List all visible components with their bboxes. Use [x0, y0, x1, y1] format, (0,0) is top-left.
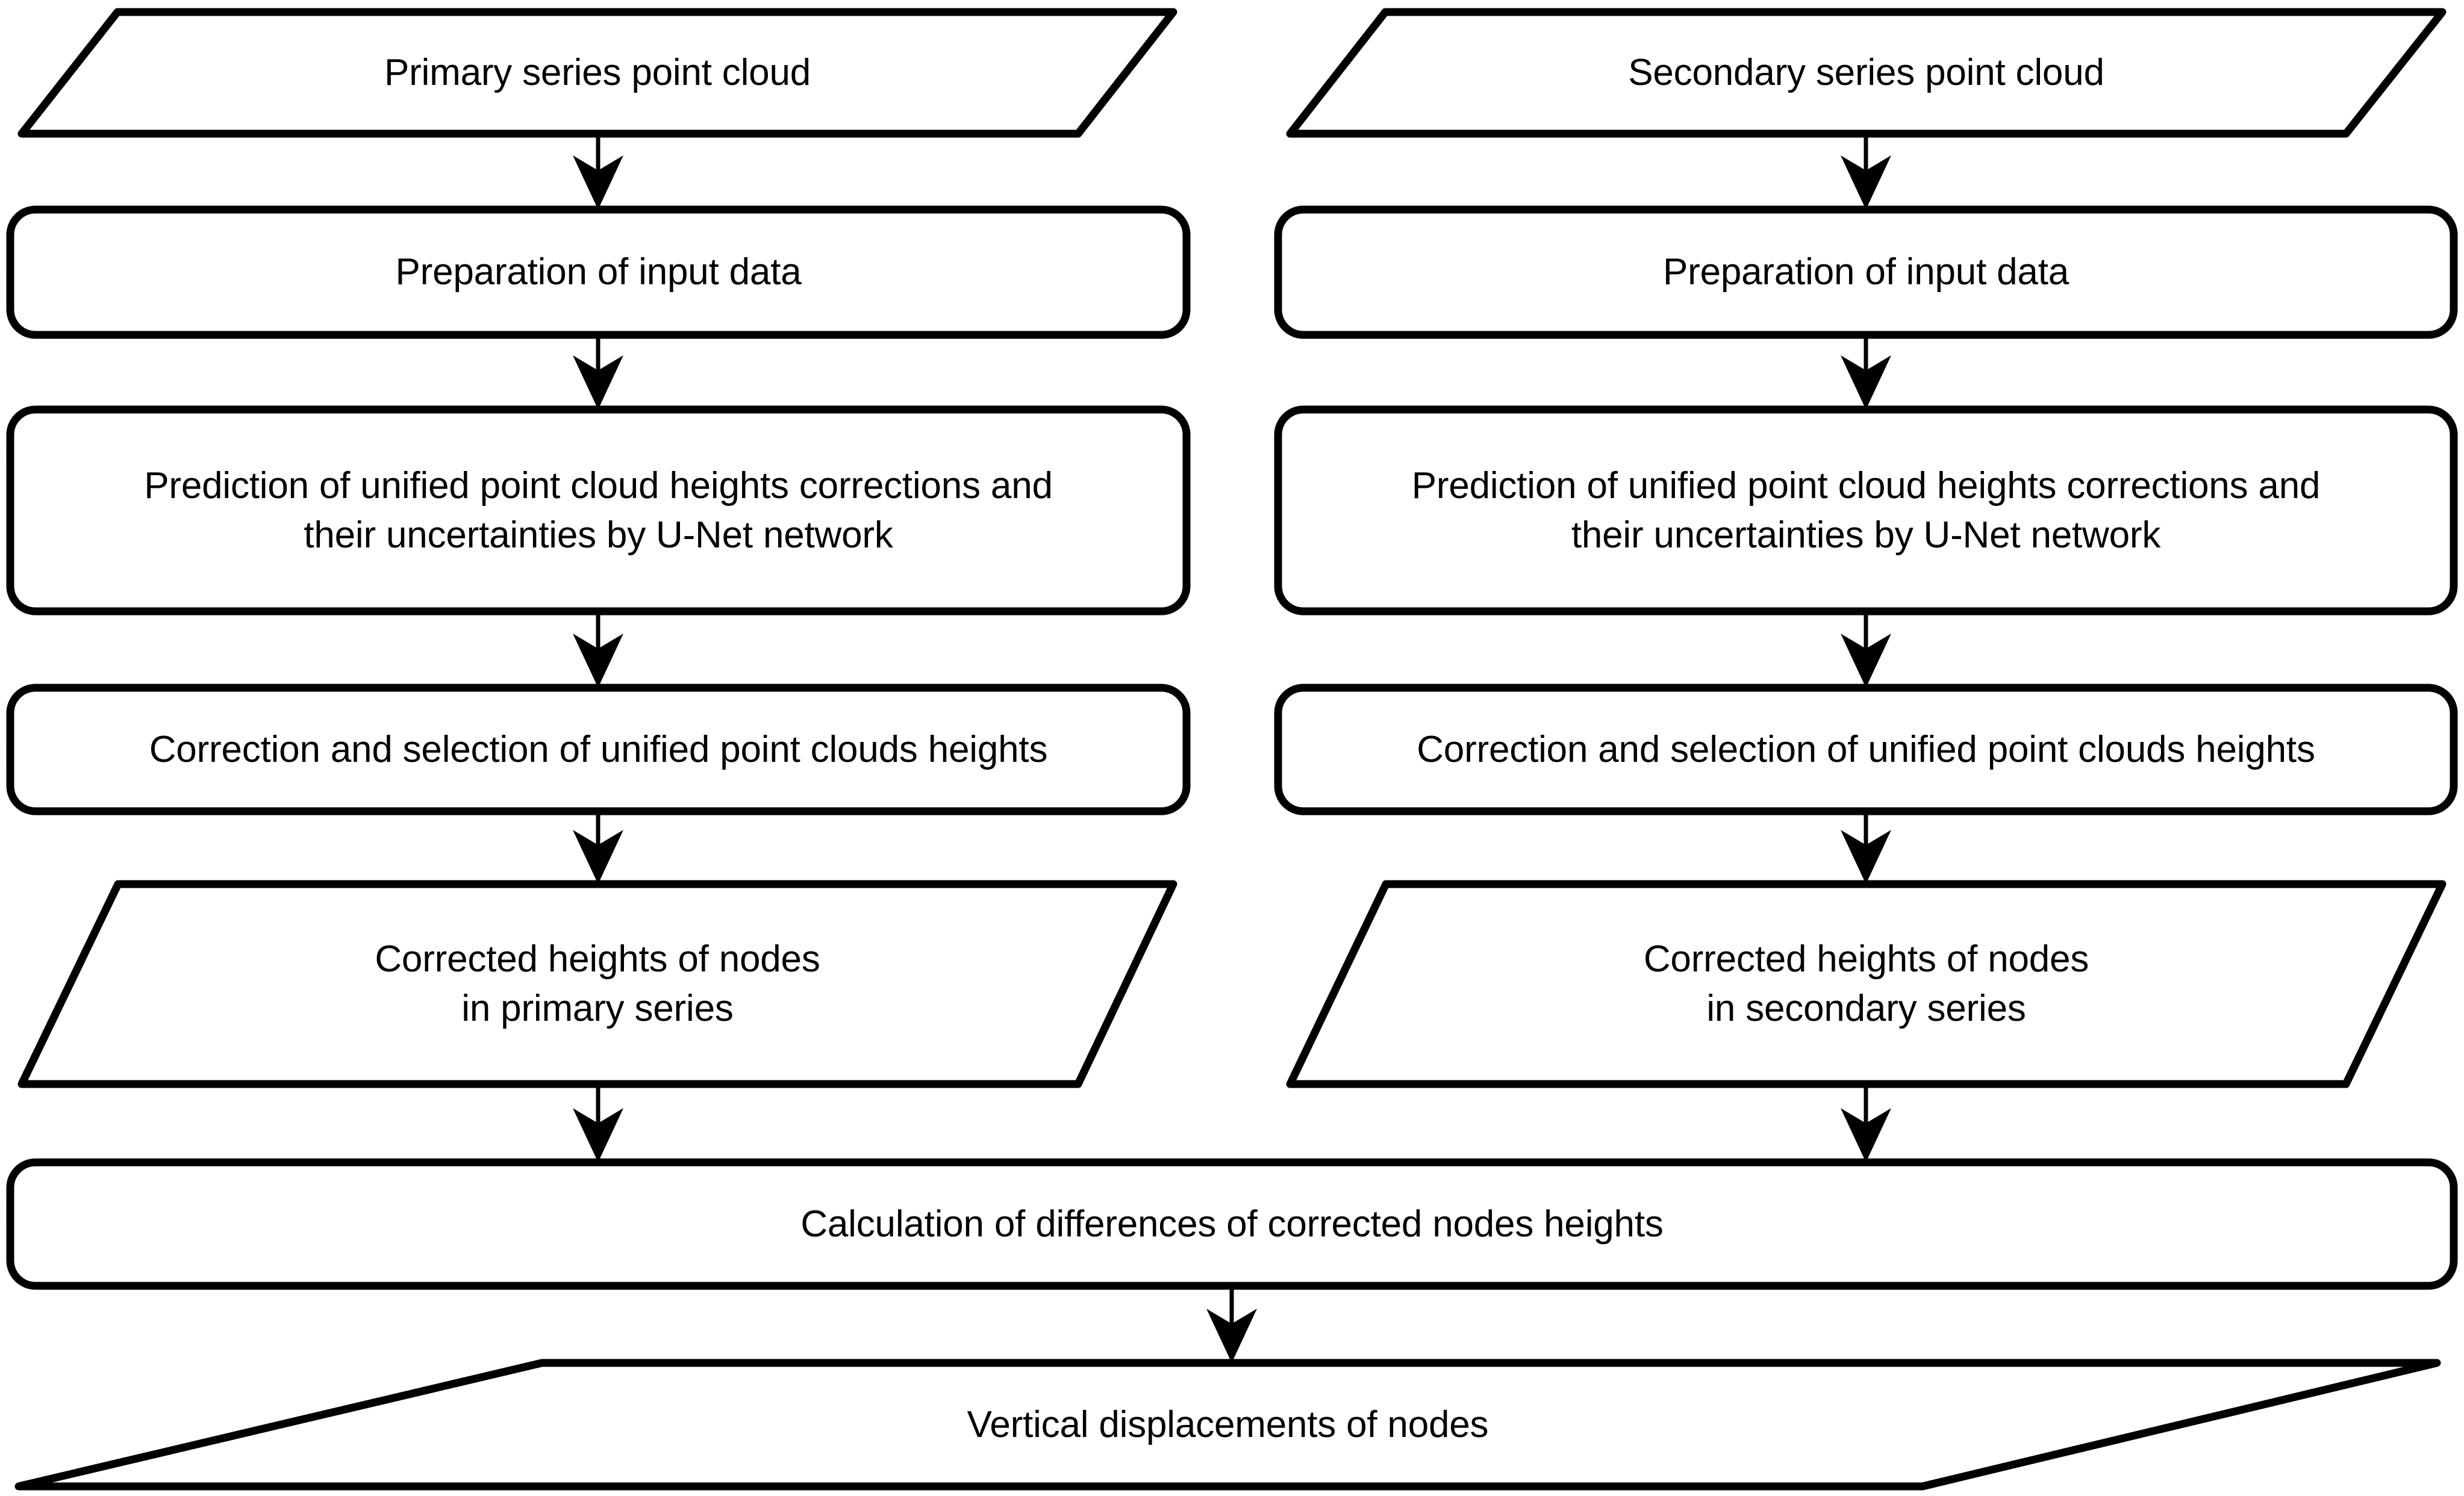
node-secondary-correction-shape[interactable]: [1274, 684, 2458, 815]
edge-secondary-output-to-calculation: [1841, 1084, 1891, 1162]
edge-primary-correction-to-output: [573, 811, 623, 884]
node-primary-output-shape[interactable]: [17, 880, 1177, 1088]
edge-primary-prediction-to-correction: [573, 611, 623, 688]
node-primary-preparation-shape[interactable]: [6, 205, 1191, 339]
node-primary-correction-shape[interactable]: [6, 684, 1191, 815]
edge-primary-output-to-calculation: [573, 1084, 623, 1162]
node-secondary-input-shape[interactable]: [1286, 8, 2447, 138]
node-secondary-prediction-shape[interactable]: [1274, 405, 2458, 616]
node-primary-prediction-shape[interactable]: [6, 405, 1191, 616]
edge-secondary-preparation-to-prediction: [1841, 335, 1891, 410]
edge-primary-input-to-preparation: [573, 134, 623, 210]
node-final-output-shape[interactable]: [14, 1359, 2441, 1491]
edge-secondary-input-to-preparation: [1841, 134, 1891, 210]
node-secondary-preparation-shape[interactable]: [1274, 205, 2458, 339]
edge-secondary-correction-to-output: [1841, 811, 1891, 884]
node-secondary-output-shape[interactable]: [1286, 880, 2447, 1088]
edge-primary-preparation-to-prediction: [573, 335, 623, 410]
node-primary-input-shape[interactable]: [17, 8, 1177, 138]
edge-calculation-to-final-output: [1206, 1286, 1257, 1363]
edge-secondary-prediction-to-correction: [1841, 611, 1891, 688]
node-calculation-shape[interactable]: [6, 1158, 2458, 1290]
